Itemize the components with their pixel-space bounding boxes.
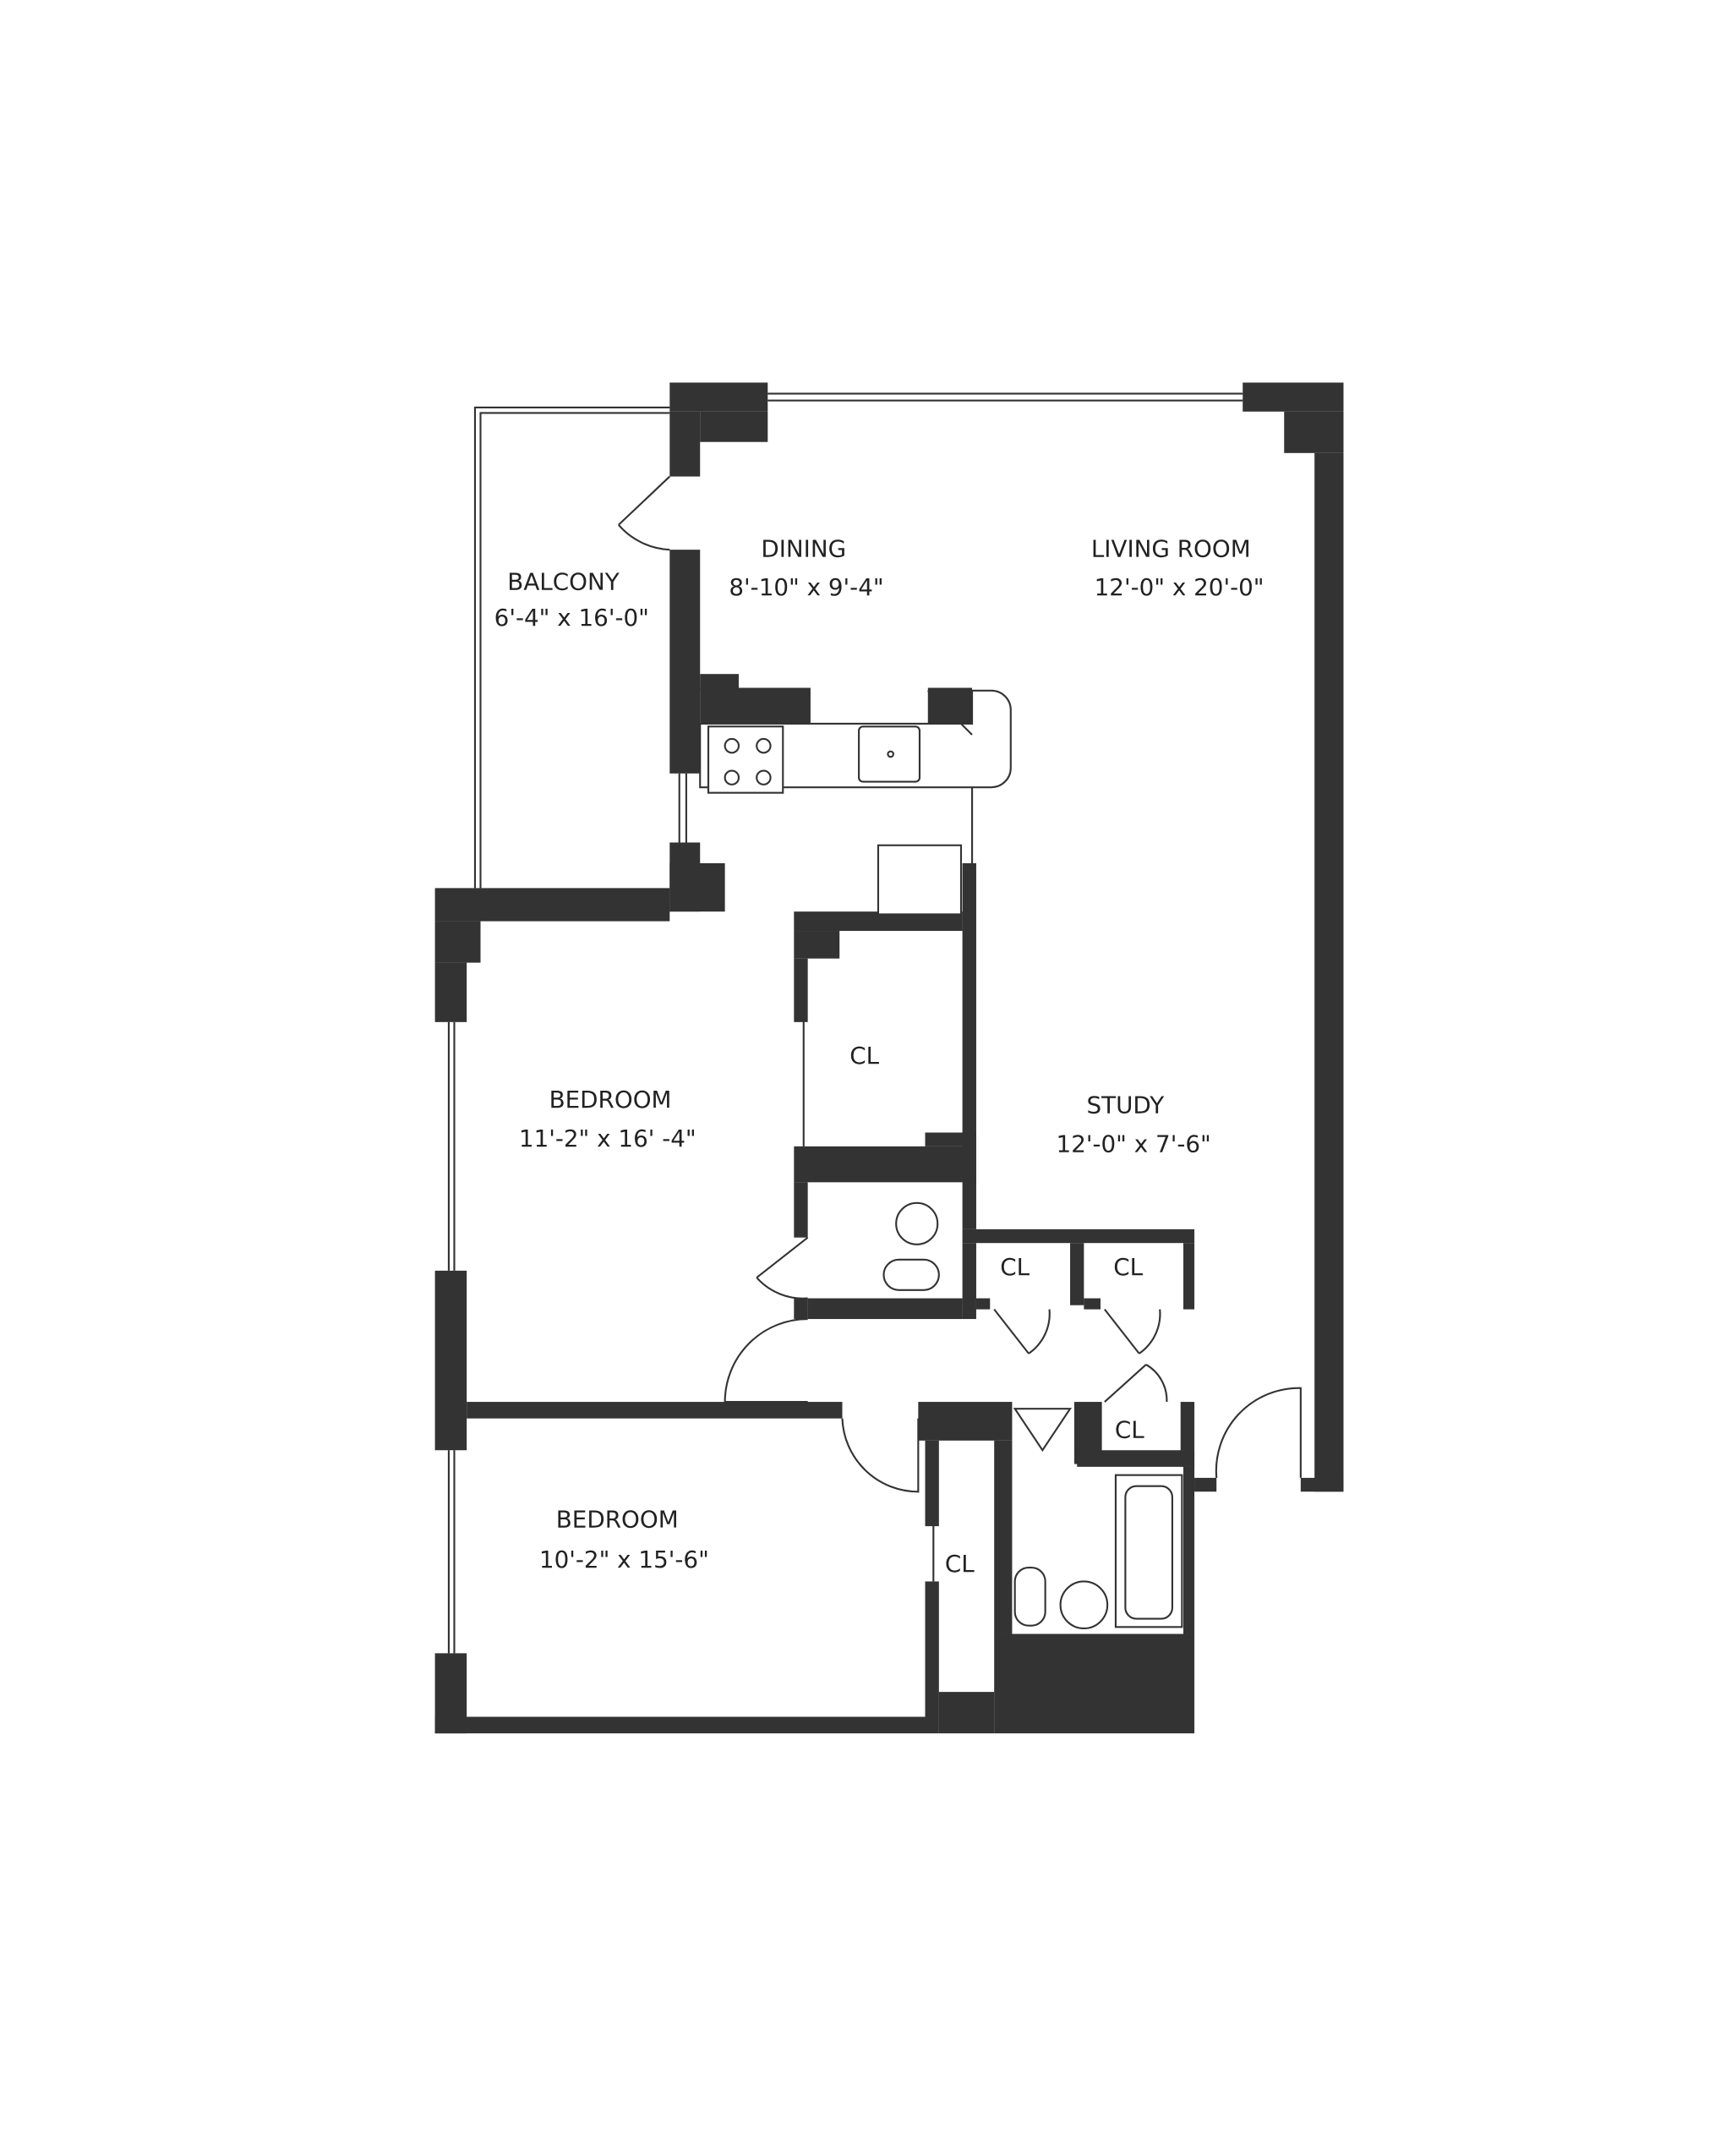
stove-icon	[707, 725, 784, 794]
closet-label: CL	[945, 1550, 975, 1578]
living-room-label: LIVING ROOM	[1091, 534, 1251, 562]
toilet-icon	[1013, 1567, 1046, 1627]
doors	[618, 475, 1302, 1582]
walls	[434, 382, 1344, 1734]
closet-label: CL	[1113, 1253, 1143, 1281]
closet-label: CL	[1000, 1253, 1030, 1281]
bedroom-1-label: BEDROOM	[549, 1086, 672, 1114]
bedroom-2-label: BEDROOM	[556, 1506, 679, 1534]
balcony-label: BALCONY	[507, 568, 620, 596]
closet-label: CL	[1115, 1416, 1144, 1444]
kitchen	[699, 689, 1012, 916]
sink-icon	[858, 725, 921, 783]
dining-label: DINING	[761, 534, 846, 562]
bedroom-1-size: 11'-2" x 16' -4"	[519, 1125, 696, 1152]
living-room-size: 12'-0" x 20'-0"	[1095, 573, 1264, 601]
windows	[447, 392, 1243, 1654]
balcony-size: 6'-4" x 16'-0"	[494, 604, 649, 632]
sink-icon	[1059, 1580, 1109, 1630]
bathrooms	[882, 1201, 1183, 1630]
bedroom-2-size: 10'-2" x 15'-6"	[539, 1546, 709, 1573]
closet-label: CL	[849, 1042, 879, 1070]
dining-size: 8'-10" x 9'-4"	[729, 573, 883, 601]
sink-icon	[895, 1201, 939, 1245]
study-size: 12'-0" x 7'-6"	[1057, 1130, 1211, 1157]
toilet-icon	[882, 1258, 940, 1291]
study-label: STUDY	[1087, 1092, 1166, 1119]
balcony-railing	[473, 406, 670, 889]
